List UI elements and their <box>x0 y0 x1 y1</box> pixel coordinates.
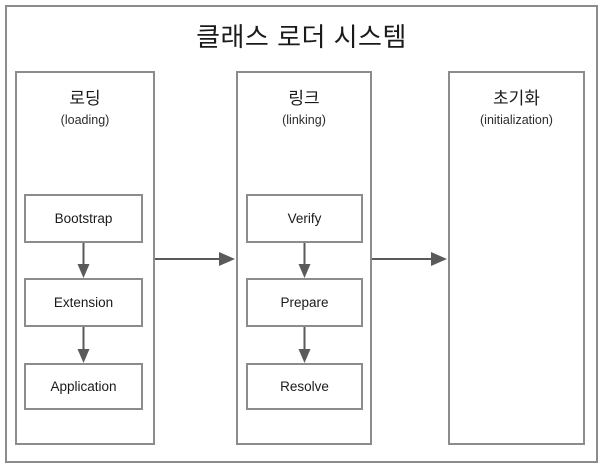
phase-title-en-initialization: (initialization) <box>480 113 553 127</box>
phase-header-initialization: 초기화 (initialization) <box>450 87 583 129</box>
phase-title-ko-linking: 링크 <box>288 89 320 108</box>
step-box-application: Application <box>24 363 143 410</box>
phase-title-en-loading: (loading) <box>60 113 110 127</box>
diagram-title: 클래스 로더 시스템 <box>196 22 407 52</box>
step-box-prepare: Prepare <box>246 278 363 327</box>
phase-header-linking: 링크 (linking) <box>238 87 370 129</box>
phase-column-initialization: 초기화 (initialization) <box>448 71 585 445</box>
step-box-resolve: Resolve <box>246 363 363 410</box>
phase-title-ko-initialization: 초기화 <box>493 89 540 108</box>
phase-title-en-linking: (linking) <box>282 113 326 127</box>
phase-header-loading: 로딩 (loading) <box>17 87 153 129</box>
phase-title-ko-loading: 로딩 <box>69 89 101 108</box>
step-box-extension: Extension <box>24 278 143 327</box>
step-box-bootstrap: Bootstrap <box>24 194 143 243</box>
step-box-verify: Verify <box>246 194 363 243</box>
